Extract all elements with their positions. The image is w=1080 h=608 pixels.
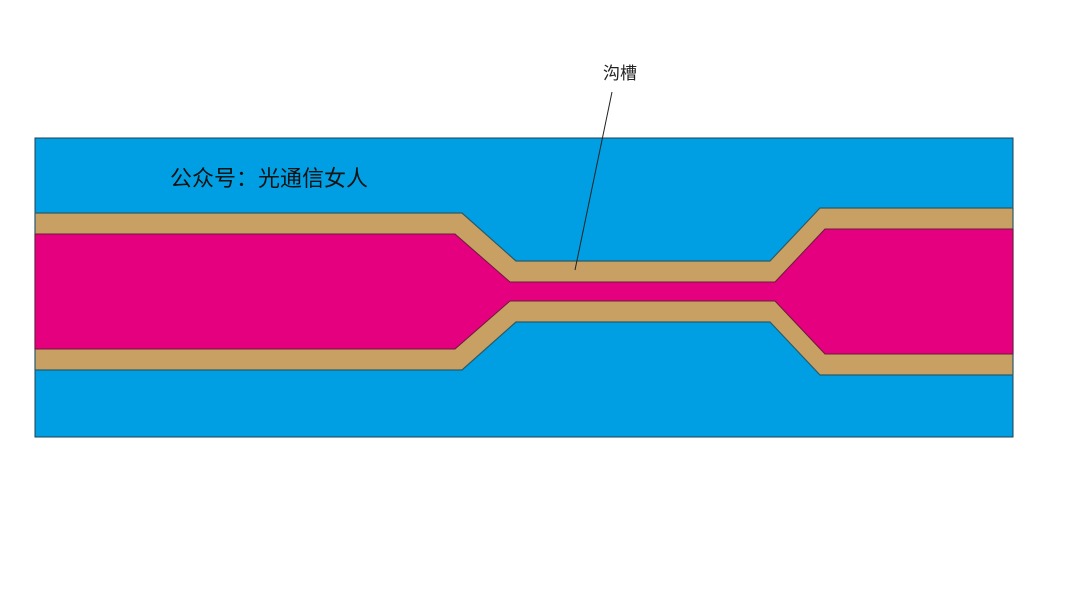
waveguide-core: [34, 228, 1014, 355]
groove-label: 沟槽: [603, 64, 637, 84]
watermark-text: 公众号：光通信女人: [170, 167, 368, 192]
groove-leader-line: [574, 91, 613, 271]
